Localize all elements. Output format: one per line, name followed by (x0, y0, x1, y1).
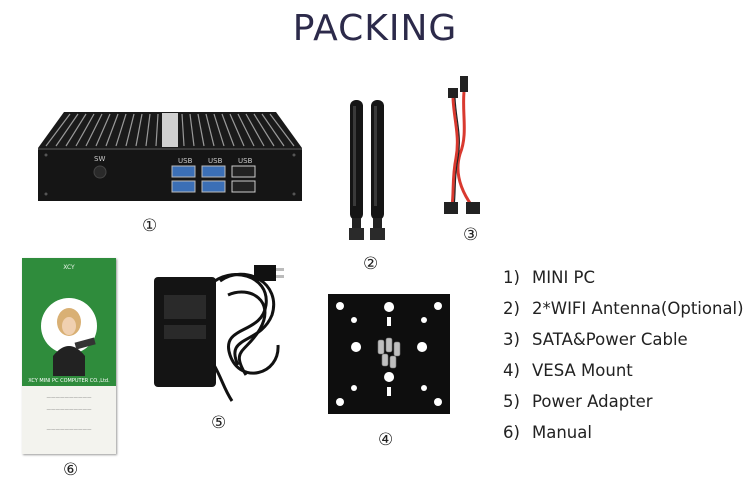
marker-3: ③ (463, 225, 479, 245)
marker-5: ⑤ (211, 413, 227, 433)
list-item: 2)2*WIFI Antenna(Optional) (503, 299, 744, 318)
manual-white-panel (22, 386, 116, 454)
page-title: PACKING (292, 8, 458, 49)
wifi-antenna-image (344, 96, 394, 246)
vesa-mount-image (326, 292, 452, 416)
manual-company: XCY MINI PC COMPUTER CO.,Ltd. (28, 378, 110, 384)
contents-list: 1)MINI PC 2)2*WIFI Antenna(Optional) 3)S… (503, 266, 744, 452)
usb-label: USB (208, 157, 223, 165)
list-item: 3)SATA&Power Cable (503, 330, 688, 349)
marker-6: ⑥ (63, 460, 79, 480)
list-item: 1)MINI PC (503, 268, 596, 287)
marker-2: ② (363, 254, 379, 274)
mini-pc-image: SW USB USB USB (36, 108, 304, 203)
manual-brand: XCY (63, 264, 75, 271)
marker-4: ④ (378, 430, 394, 450)
power-adapter-image (150, 255, 290, 405)
manual-image: XCY XCY MINI PC COMPUTER CO.,Ltd. ——————… (22, 258, 116, 454)
usb-label: USB (238, 157, 253, 165)
sata-cable-image (438, 74, 484, 220)
list-item: 4)VESA Mount (503, 361, 633, 380)
usb-label: USB (178, 157, 193, 165)
list-item: 5)Power Adapter (503, 392, 653, 411)
marker-1: ① (142, 216, 158, 236)
manual-photo (41, 298, 97, 376)
sw-label: SW (94, 155, 106, 163)
list-item: 6)Manual (503, 423, 592, 442)
